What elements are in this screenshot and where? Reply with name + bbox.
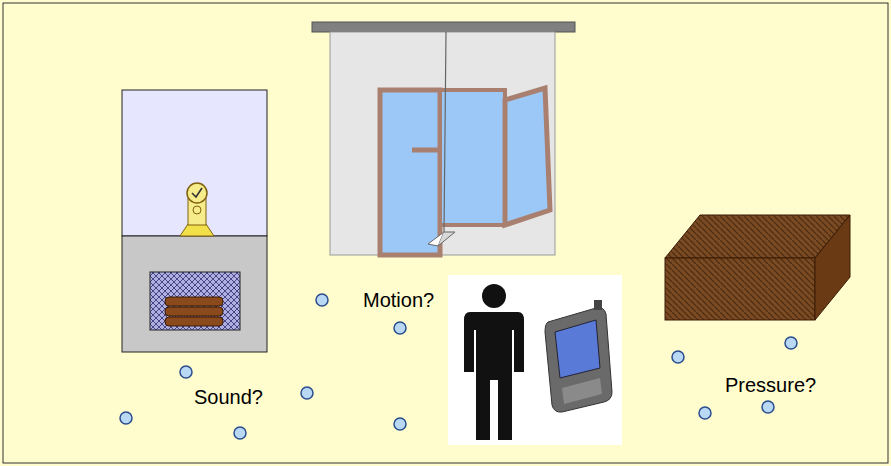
sensor-label: Sound? xyxy=(194,386,263,409)
person-pda xyxy=(448,275,622,445)
frame-border xyxy=(3,3,888,463)
wooden-box xyxy=(665,215,850,320)
sensor-label: Pressure? xyxy=(725,374,816,397)
window xyxy=(312,22,575,255)
sensor-node xyxy=(120,294,797,439)
fireplace xyxy=(122,90,267,352)
sensor-label: Motion? xyxy=(363,289,434,312)
